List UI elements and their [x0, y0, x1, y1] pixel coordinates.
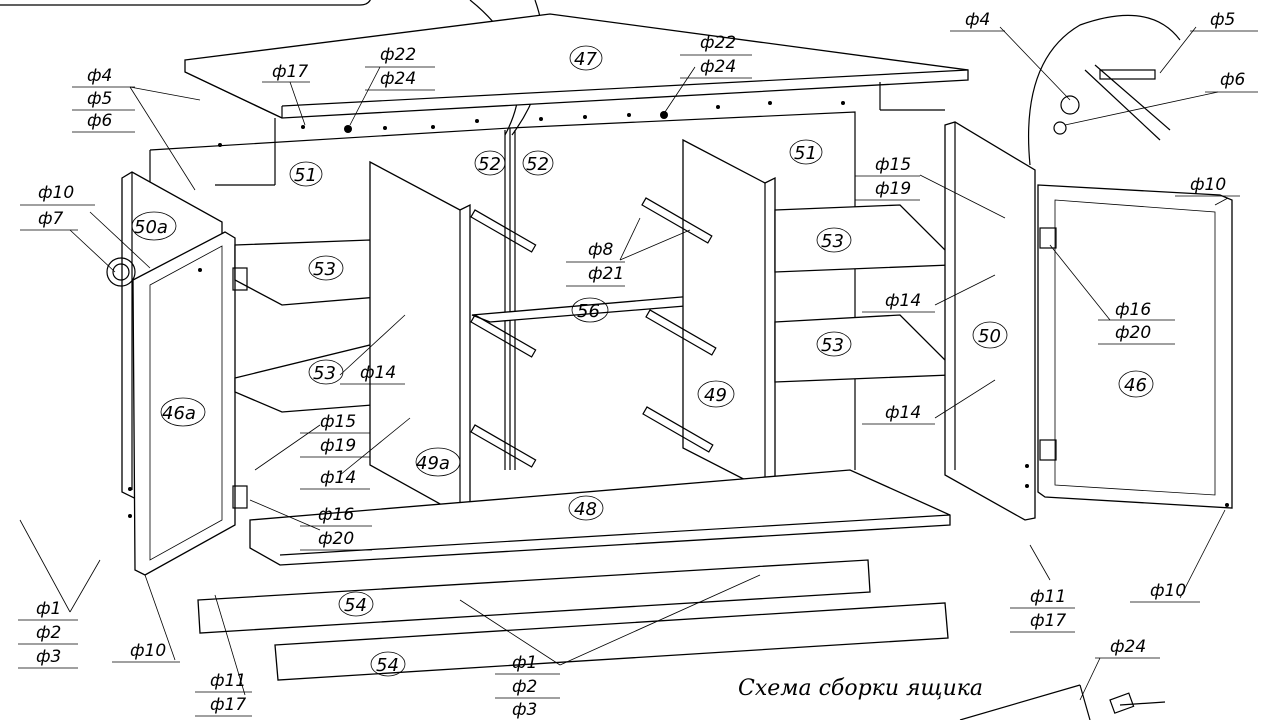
fastener-labels: ф4 ф5 ф6 ф17 ф22 ф24 ф22 ф24 ф10 ф7 ф4 ф…: [18, 10, 1258, 720]
label-f14-c: ф14: [885, 403, 921, 423]
part-47-label: 47: [574, 49, 597, 70]
label-f5-left: ф5: [87, 89, 112, 109]
label-f4-left: ф4: [87, 66, 112, 86]
label-f24-right: ф24: [700, 57, 736, 77]
label-f4-right: ф4: [965, 10, 990, 30]
frame-corner: [0, 0, 371, 6]
label-f11-right: ф11: [1030, 587, 1066, 607]
part-52-left-label: 52: [478, 154, 501, 175]
label-f10-right-top: ф10: [1190, 175, 1226, 195]
part-49a-label: 49a: [416, 453, 450, 474]
label-f10-left-bottom: ф10: [130, 641, 166, 661]
label-f14-a: ф14: [885, 291, 921, 311]
part-54-top-label: 54: [344, 595, 367, 616]
drawer-sketch: [959, 684, 1166, 721]
part-54-bottom-label: 54: [376, 655, 399, 676]
part-46a-label: 46a: [162, 403, 196, 424]
label-f3-left: ф3: [36, 647, 61, 667]
label-f1-left: ф1: [36, 599, 61, 619]
part-52-right-label: 52: [526, 154, 549, 175]
part-53-tl-label: 53: [313, 259, 336, 280]
label-f7: ф7: [38, 209, 64, 229]
label-f15-right: ф15: [875, 155, 911, 175]
label-f22-left: ф22: [380, 45, 416, 65]
label-f3-mid: ф3: [512, 700, 537, 720]
screws: [128, 101, 1229, 518]
label-f10-left-top: ф10: [38, 183, 74, 203]
label-f16-left: ф16: [318, 505, 354, 525]
part-56-label: 56: [577, 301, 600, 322]
left-door-46a: 46a: [106, 231, 236, 576]
part-49-label: 49: [704, 385, 727, 406]
label-f2-mid: ф2: [512, 677, 537, 697]
label-f14-b: ф14: [360, 363, 396, 383]
part-51-left-label: 51: [294, 165, 317, 186]
label-f2-left: ф2: [36, 623, 61, 643]
label-f20-left: ф20: [318, 529, 354, 549]
label-f16-right: ф16: [1115, 300, 1151, 320]
label-f24-bottom: ф24: [1110, 637, 1146, 657]
label-f6-left: ф6: [87, 111, 113, 131]
bottom-panel-48: 48: [249, 469, 951, 566]
right-side-panel-50: 50: [944, 121, 1036, 521]
top-panel-47: 47: [184, 13, 969, 119]
label-f21: ф21: [588, 264, 624, 284]
caption: Схема сборки ящика: [738, 676, 983, 701]
part-46-label: 46: [1124, 375, 1147, 396]
part-50a-label: 50a: [134, 217, 168, 238]
right-shelves: 53 53: [774, 204, 951, 383]
partition-49: 49: [682, 138, 776, 491]
leader-lines: [19, 26, 1229, 701]
detail-callout: [1027, 14, 1181, 166]
label-f24-left: ф24: [380, 69, 416, 89]
label-f6-right: ф6: [1220, 70, 1246, 90]
part-53-bl-label: 53: [313, 363, 336, 384]
plinth-54-top: 54: [197, 559, 871, 634]
label-f17-right: ф17: [1030, 611, 1066, 631]
part-51-right-label: 51: [794, 143, 817, 164]
label-f11-left: ф11: [210, 671, 246, 691]
part-48-label: 48: [574, 499, 597, 520]
hardware: [232, 197, 1057, 509]
label-f19-right: ф19: [875, 179, 911, 199]
label-f15-left: ф15: [320, 412, 356, 432]
label-f14-d: ф14: [320, 468, 356, 488]
label-f17-left: ф17: [210, 695, 246, 715]
label-f5-right: ф5: [1210, 10, 1235, 30]
label-f19-left: ф19: [320, 436, 356, 456]
label-f17-top: ф17: [272, 62, 308, 82]
label-f22-right: ф22: [700, 33, 736, 53]
partition-49a: 49a: [369, 160, 471, 516]
right-door-46: 46: [1037, 184, 1233, 509]
part-50-label: 50: [978, 326, 1001, 347]
label-f20-right: ф20: [1115, 323, 1151, 343]
label-f8: ф8: [588, 240, 614, 260]
part-53-br-label: 53: [821, 335, 844, 356]
label-f10-right-bottom: ф10: [1150, 581, 1186, 601]
part-53-tr-label: 53: [821, 231, 844, 252]
label-f1-mid: ф1: [512, 653, 537, 673]
